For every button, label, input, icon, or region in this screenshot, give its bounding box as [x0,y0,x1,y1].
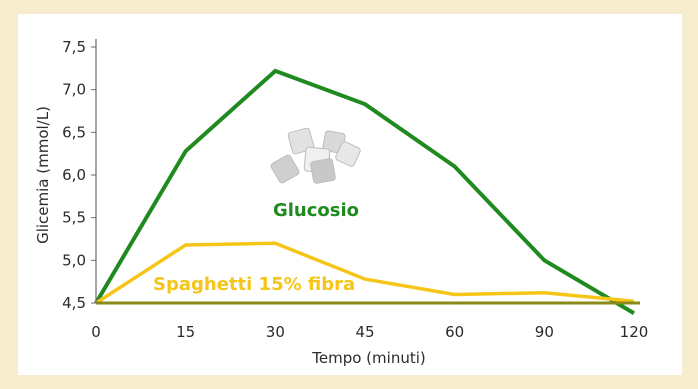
x-tick-label: 120 [620,323,649,341]
y-tick-label: 6,0 [62,166,86,184]
y-tick-label: 7,5 [62,38,86,56]
y-tick-label: 5,0 [62,251,86,269]
x-tick-label: 60 [445,323,464,341]
sugar-cube [310,158,336,184]
sugar-cube [270,154,300,184]
y-tick-label: 7,0 [62,81,86,99]
series-label-spaghetti: Spaghetti 15% fibra [153,274,355,295]
x-tick-label: 45 [355,323,374,341]
glycemia-line-chart: 4,5 5,0 5,5 6,0 6,5 7,0 7,5 0 15 30 45 60 90 120Tempo… [34,38,649,367]
x-tick-label: 15 [176,323,195,341]
series-label-glucosio: Glucosio [273,200,359,221]
sugar-cube [335,141,361,167]
x-tick-label: 30 [266,323,285,341]
y-axis-title: Glicemia (mmol/L) [34,106,52,244]
x-tick-label: 0 [91,323,101,341]
y-tick-label: 4,5 [62,294,86,312]
x-axis-title: Tempo (minuti) [311,349,425,367]
x-tick-label: 90 [535,323,554,341]
y-tick-label: 6,5 [62,123,86,141]
y-tick-label: 5,5 [62,209,86,227]
sugar-cubes-icon [270,127,361,184]
